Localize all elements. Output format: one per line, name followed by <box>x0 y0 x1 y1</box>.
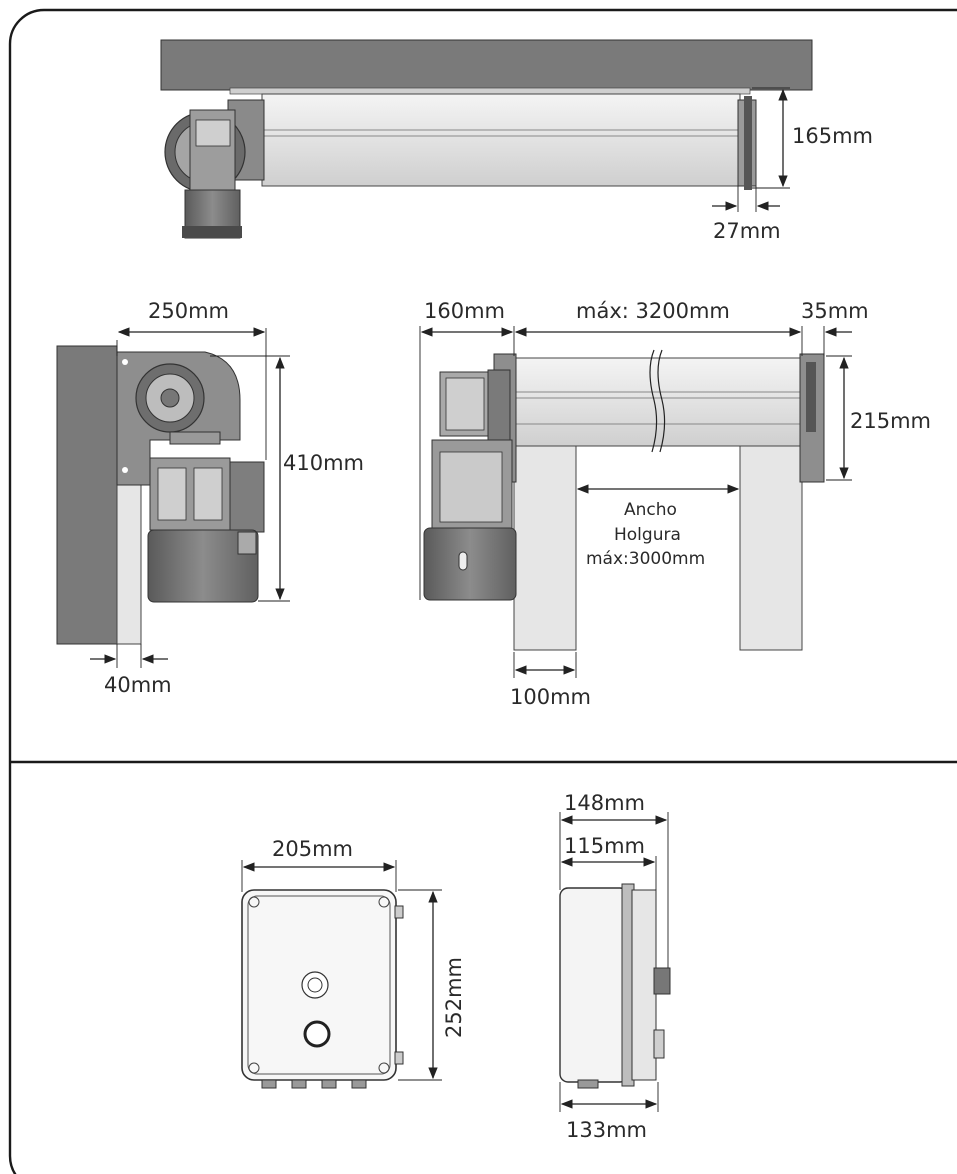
dim-100mm: 100mm <box>510 685 591 709</box>
top-view: 165mm 27mm <box>160 39 873 243</box>
opening-label-1: Ancho <box>624 500 677 520</box>
side-view: 250mm 410mm 40mm <box>56 299 364 697</box>
push-button-icon <box>303 1020 331 1048</box>
dim-205mm: 205mm <box>272 837 353 861</box>
opening-label-3: máx:3000mm <box>586 549 705 569</box>
right-post <box>739 445 803 651</box>
control-box-side: 148mm 115mm 133mm <box>559 791 671 1142</box>
dim-35mm: 35mm <box>801 299 869 323</box>
front-motor <box>423 369 517 601</box>
ceiling-slab <box>160 39 813 91</box>
dim-148mm: 148mm <box>564 791 645 815</box>
outer-frame <box>8 8 957 1174</box>
dim-165mm: 165mm <box>792 124 873 148</box>
dim-27mm: 27mm <box>713 219 781 243</box>
dim-215mm: 215mm <box>850 409 931 433</box>
side-wall <box>56 345 118 645</box>
dim-160mm: 160mm <box>424 299 505 323</box>
dim-max-3200mm: máx: 3200mm <box>576 299 730 323</box>
front-view: 160mm máx: 3200mm 35mm 215mm Ancho Holgu… <box>419 299 931 709</box>
dim-133mm: 133mm <box>566 1118 647 1142</box>
opening-label-2: Holgura <box>614 525 681 545</box>
top-tube <box>261 93 741 187</box>
dim-115mm: 115mm <box>564 834 645 858</box>
control-box-front: 205mm 252mm <box>241 837 466 1089</box>
dim-40mm: 40mm <box>104 673 172 697</box>
left-post <box>513 445 577 651</box>
dim-410mm: 410mm <box>283 451 364 475</box>
dim-252mm: 252mm <box>442 957 466 1038</box>
emergency-stop-icon <box>301 971 329 999</box>
top-motor <box>164 99 265 239</box>
front-tube <box>513 357 805 447</box>
dim-250mm: 250mm <box>148 299 229 323</box>
